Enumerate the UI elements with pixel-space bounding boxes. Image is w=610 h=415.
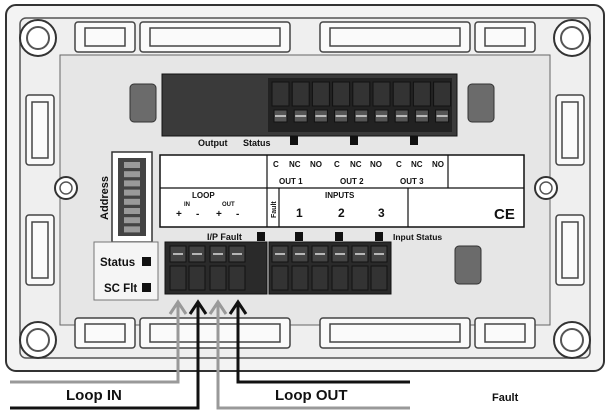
ce-mark-icon: CE	[494, 206, 515, 223]
output-led-3	[410, 136, 418, 145]
terminal-screw-icon	[311, 245, 329, 291]
loop-out-plus: +	[216, 209, 222, 220]
dip-key	[124, 162, 140, 168]
input-terminals	[169, 245, 388, 291]
out1-label: OUT 1	[279, 177, 303, 186]
fault-wire-label: Fault	[492, 392, 519, 404]
address-label: Address	[99, 176, 111, 220]
input-1-label: 1	[296, 206, 303, 220]
loop-in-plus: +	[176, 209, 182, 220]
output-labels: OUT 1 OUT 2 OUT 3	[279, 177, 424, 186]
terminal-screw-icon	[188, 245, 206, 291]
relay-terminal-labels: C NC NO C NC NO C NC NO	[273, 160, 444, 169]
loop-in-minus-wire	[10, 305, 200, 410]
terminal-label-no3: NO	[432, 160, 444, 169]
terminal-screw-icon	[209, 245, 227, 291]
grey-pads	[129, 83, 495, 285]
status-label: Status	[243, 138, 271, 148]
input-led-1	[295, 232, 303, 241]
terminal-label-c1: C	[273, 160, 279, 169]
terminal-label-nc1: NC	[289, 160, 301, 169]
loop-out-label: OUT	[222, 202, 235, 208]
terminal-screw-icon	[291, 245, 309, 291]
address-dip-switch	[111, 151, 153, 243]
loop-in-wire-label: Loop IN	[66, 387, 122, 404]
loop-in-minus: -	[196, 209, 199, 220]
terminal-label-c2: C	[334, 160, 340, 169]
terminal-label-no2: NO	[370, 160, 382, 169]
output-led-1	[290, 136, 298, 145]
status-led	[142, 257, 151, 266]
dip-key	[124, 198, 140, 205]
wire-arrowheads	[168, 299, 248, 315]
ip-fault-led	[257, 232, 265, 241]
out3-label: OUT 3	[400, 177, 424, 186]
output-terminals	[271, 81, 452, 123]
terminal-screw-icon	[169, 245, 187, 291]
terminal-screw-icon	[291, 81, 310, 123]
terminal-screw-icon	[433, 81, 452, 123]
terminal-screw-icon	[271, 245, 289, 291]
terminal-label-c3: C	[396, 160, 402, 169]
terminal-screw-icon	[352, 81, 371, 123]
loop-out-wire-label: Loop OUT	[275, 387, 347, 404]
dip-key	[124, 180, 140, 187]
terminal-screw-icon	[271, 81, 290, 123]
terminal-screw-icon	[372, 81, 391, 123]
loop-in-plus-wire	[10, 305, 180, 384]
dip-key	[124, 217, 140, 224]
terminal-screw-icon	[331, 245, 349, 291]
terminal-screw-icon	[392, 81, 411, 123]
loop-out-minus: -	[236, 209, 239, 220]
ip-fault-label: I/P Fault	[207, 232, 242, 242]
output-status-leds	[290, 136, 418, 145]
terminal-screw-icon	[351, 245, 369, 291]
loop-in-label: IN	[184, 202, 190, 208]
input-status-leds	[257, 232, 383, 241]
fault-vertical-label: Fault	[271, 201, 278, 218]
screw-hole-icon	[19, 19, 591, 359]
terminal-screw-icon	[228, 245, 246, 291]
dip-key	[124, 226, 140, 233]
dip-key	[124, 208, 140, 214]
input-3-label: 3	[378, 206, 385, 220]
dip-key	[124, 171, 140, 178]
input-status-label: Input Status	[393, 232, 442, 242]
output-label: Output	[198, 138, 228, 148]
terminal-screw-icon	[311, 81, 330, 123]
input-2-label: 2	[338, 206, 345, 220]
loop-out-minus-wire	[236, 305, 410, 384]
label-panel	[159, 154, 525, 228]
input-led-3	[375, 232, 383, 241]
output-led-2	[350, 136, 358, 145]
sc-flt-label: SC Flt	[104, 283, 137, 295]
inputs-title: INPUTS	[325, 191, 355, 200]
terminal-screw-icon	[370, 245, 388, 291]
loop-title: LOOP	[192, 191, 215, 200]
status-label-side: Status	[100, 257, 135, 269]
input-led-2	[335, 232, 343, 241]
dip-key	[124, 189, 140, 196]
out2-label: OUT 2	[340, 177, 364, 186]
terminal-label-nc3: NC	[411, 160, 423, 169]
loop-out-plus-wire	[216, 305, 410, 410]
terminal-label-no1: NO	[310, 160, 322, 169]
terminal-screw-icon	[332, 81, 351, 123]
sc-flt-led	[142, 283, 151, 292]
loop-wires	[10, 305, 410, 410]
terminal-screw-icon	[412, 81, 431, 123]
terminal-label-nc2: NC	[350, 160, 362, 169]
